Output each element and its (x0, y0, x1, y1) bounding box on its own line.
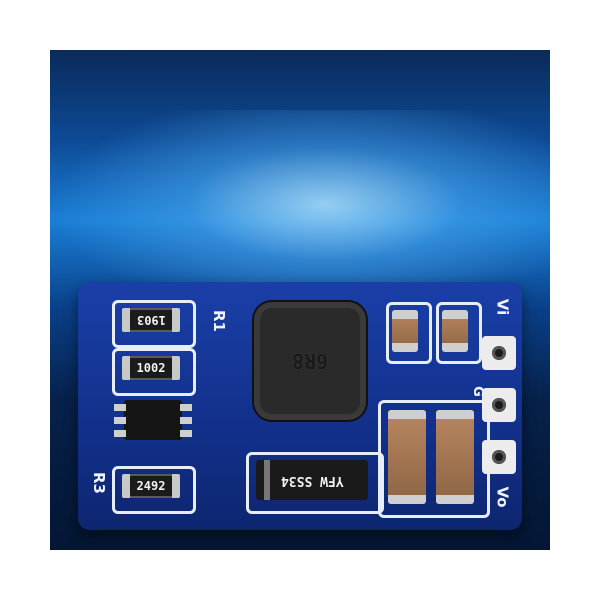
resistor-r2: 1002 (122, 356, 180, 380)
resistor-r2-code: 1002 (136, 361, 166, 375)
resistor-r1-code: 1903 (136, 313, 166, 327)
label-vi: Vi (493, 298, 512, 316)
resistor-r1: 1903 (122, 308, 180, 332)
resistor-outline (112, 348, 196, 396)
inductor-code: 6R8 (291, 349, 329, 373)
label-r1: R1 (210, 310, 228, 332)
diode-code: YFW SS34 (280, 472, 344, 488)
inductor: 6R8 (254, 302, 366, 420)
resistor-r3-code: 2492 (136, 479, 166, 493)
pcb-board: 1903 R1 1002 R3 2492 6R8 YFW (78, 282, 522, 530)
regulator-ic (114, 400, 192, 440)
pad-vi (482, 336, 516, 370)
capacitor-outline (436, 302, 482, 364)
capacitor-c4 (436, 410, 474, 504)
label-vo: Vo (493, 486, 512, 508)
capacitor-c2 (442, 310, 468, 352)
pad-g (482, 388, 516, 422)
capacitor-c3 (388, 410, 426, 504)
pad-vo (482, 440, 516, 474)
capacitor-outline (386, 302, 432, 364)
label-r3: R3 (90, 472, 108, 494)
diode-cathode-band (264, 460, 270, 500)
resistor-outline (112, 466, 196, 514)
capacitor-c1 (392, 310, 418, 352)
product-photo: 1903 R1 1002 R3 2492 6R8 YFW (50, 50, 550, 550)
resistor-outline (112, 300, 196, 348)
resistor-r3: 2492 (122, 474, 180, 498)
diode-outline (246, 452, 384, 514)
schottky-diode: YFW SS34 (256, 460, 368, 500)
